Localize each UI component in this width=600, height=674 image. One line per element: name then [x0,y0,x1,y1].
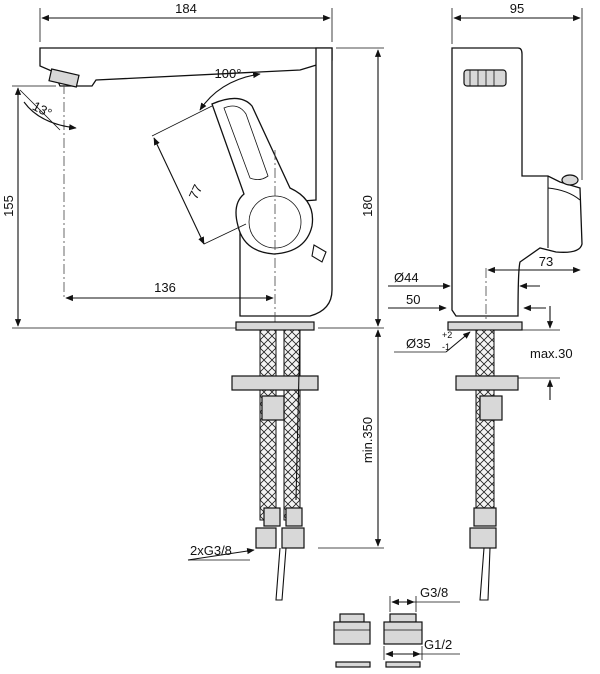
dim-spout-reach: 136 [154,280,176,295]
dim-spout-height: 155 [1,195,16,217]
side-washer [455,375,519,391]
dim-side-width: 95 [510,1,524,16]
front-aerator [48,68,80,88]
front-hose-left [259,329,277,521]
front-nut [261,395,285,421]
dim-adapter-out: G1/2 [424,637,452,652]
dim-hole-tol-upper: +2 [442,330,452,340]
side-view [447,47,583,601]
dim-adapter-in: G3/8 [420,585,448,600]
side-mount-plate [447,321,523,331]
front-mount-plate [235,321,315,331]
front-dimensions: 184 100° 13° 77 155 180 136 min.350 [1,1,384,561]
side-hose [475,329,495,521]
side-body [451,47,583,317]
front-washer [231,375,319,391]
dim-spout-angle: 13° [30,98,54,120]
dim-lever-length: 77 [186,182,206,201]
front-fitting-right [281,527,305,549]
side-fitting [469,527,497,549]
dim-deck-thickness: max.30 [530,346,573,361]
dim-side-reach: 73 [539,254,553,269]
side-dimensions: 95 73 Ø44 50 Ø35 +2 -1 max.30 [388,1,583,400]
front-spout [39,47,333,87]
adapters: G3/8 G1/2 [333,585,460,668]
dim-base-width: 50 [406,292,420,307]
front-view [39,47,333,601]
dim-body-diameter: Ø44 [394,270,419,285]
side-nut [479,395,503,421]
dim-hose-length: min.350 [360,417,375,463]
dim-hole-diameter: Ø35 [406,336,431,351]
adapter-left [333,613,371,668]
dim-lever-angle: 100° [215,66,242,81]
dim-front-width: 184 [175,1,197,16]
dim-hose-thread: 2xG3/8 [190,543,232,558]
front-fitting-left [255,527,277,549]
adapter-right [383,613,423,668]
front-lever [211,97,314,255]
dim-total-height: 180 [360,195,375,217]
side-aerator [463,69,507,87]
dim-hole-tol-lower: -1 [442,342,450,352]
